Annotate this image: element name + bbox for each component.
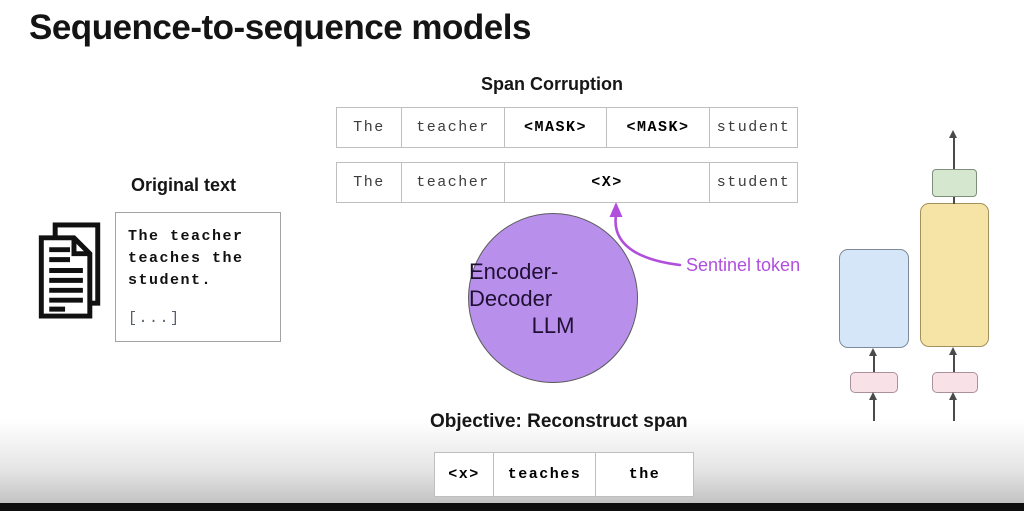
output-block <box>932 169 977 197</box>
sentinel-arrow-icon <box>609 202 682 267</box>
reconstruction-row: <x> teaches the <box>434 452 694 497</box>
original-text-line: The teacher <box>128 228 244 245</box>
arrowhead-icon <box>949 392 957 400</box>
document-icon <box>38 222 101 319</box>
arrowhead-icon <box>869 392 877 400</box>
token-cell: The <box>336 107 402 148</box>
mask-token-cell: <MASK> <box>606 107 710 148</box>
mask-token-cell: <MASK> <box>504 107 607 148</box>
encoder-decoder-llm-circle: Encoder-Decoder LLM <box>468 213 638 383</box>
original-text-label: Original text <box>131 175 237 195</box>
decoder-block <box>920 203 989 347</box>
embedding-block-left <box>850 372 898 393</box>
token-cell: The <box>336 162 402 203</box>
letterbox-bar <box>0 503 1024 511</box>
encoder-block <box>839 249 909 348</box>
arrow-up-icon <box>873 356 875 372</box>
token-cell: student <box>709 162 798 203</box>
arrowhead-icon <box>869 348 877 356</box>
token-cell: teacher <box>401 162 505 203</box>
arrowhead-icon <box>949 347 957 355</box>
span-corruption-label: Span Corruption <box>481 74 623 94</box>
model-name-line2: LLM <box>531 312 575 338</box>
model-name-line1: Encoder-Decoder <box>469 258 559 311</box>
sentinel-token-row: The teacher <X> student <box>336 162 798 203</box>
corrupted-token-row: The teacher <MASK> <MASK> student <box>336 107 798 148</box>
token-cell: student <box>709 107 798 148</box>
original-text-ellipsis: [...] <box>128 310 181 327</box>
original-text-line: teaches the <box>128 250 244 267</box>
embedding-block-right <box>932 372 978 393</box>
sentinel-token-cell: <X> <box>504 162 710 203</box>
mask-token-cell: <x> <box>434 452 494 497</box>
arrow-up-icon <box>953 400 955 421</box>
token-cell: teacher <box>401 107 505 148</box>
original-text-box: The teacher teaches the student. [...] <box>115 212 281 342</box>
mask-token-cell: teaches <box>493 452 596 497</box>
arrow-up-icon <box>873 400 875 421</box>
sentinel-token-label: Sentinel token <box>686 255 801 275</box>
mask-token-cell: the <box>595 452 694 497</box>
original-text-line: student. <box>128 272 213 289</box>
page-title: Sequence-to-sequence models <box>29 8 531 47</box>
arrowhead-icon <box>949 130 957 138</box>
arrow-up-icon <box>953 138 955 169</box>
connector-line <box>953 197 955 204</box>
objective-label: Objective: Reconstruct span <box>430 411 688 432</box>
arrow-up-icon <box>953 355 955 372</box>
